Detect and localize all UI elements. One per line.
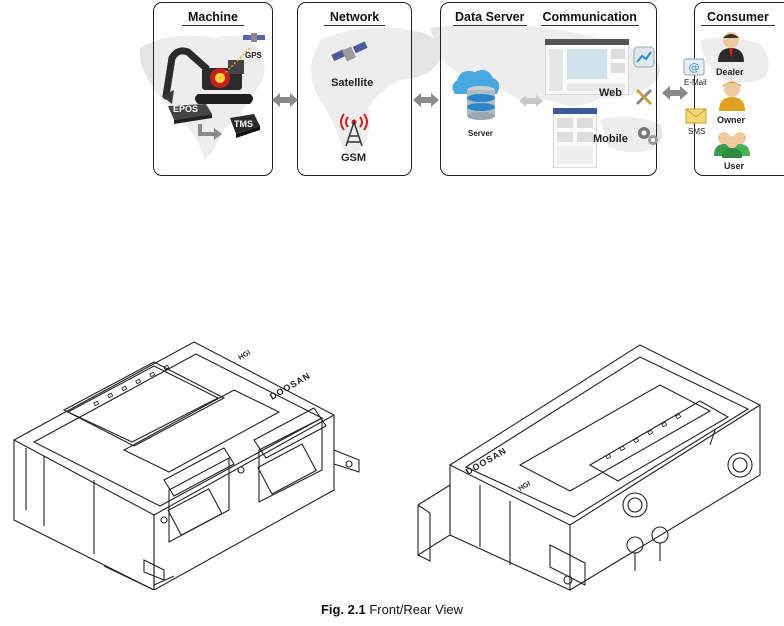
figure-caption-text: Front/Rear View xyxy=(365,602,464,617)
network-server-arrow-icon xyxy=(413,93,439,107)
chart-icon xyxy=(633,46,655,68)
server-label: Server xyxy=(468,129,493,138)
sms-icon xyxy=(685,108,707,124)
gps-label: GPS xyxy=(245,51,262,60)
sms-label: SMS xyxy=(688,127,706,136)
epos-label: EPOS xyxy=(173,104,199,114)
machine-network-arrow-icon xyxy=(272,93,298,107)
web-label: Web xyxy=(599,87,623,99)
front-brand-label: DOOSAN xyxy=(268,370,312,401)
tms-label: TMS xyxy=(234,119,253,129)
device-front-view: DOOSAN HGI xyxy=(12,341,360,590)
mobile-label: Mobile xyxy=(593,133,628,145)
owner-label: Owner xyxy=(717,115,746,125)
rear-brand-label: DOOSAN xyxy=(464,445,508,476)
network-panel-title: Network xyxy=(323,10,386,26)
owner-avatar-icon xyxy=(719,81,745,111)
tools-icon xyxy=(635,88,653,106)
communication-consumer-arrow-icon xyxy=(662,86,688,100)
communication-panel-title: Communication xyxy=(540,10,639,26)
server-communication-arrow-icon xyxy=(519,95,543,107)
network-panel: Network xyxy=(297,2,412,176)
satellite-icon xyxy=(331,41,368,62)
gsm-tower-icon xyxy=(340,113,368,147)
consumer-panel: Consumer xyxy=(694,2,784,176)
tms-module-icon xyxy=(230,114,260,138)
front-port-label: HGI xyxy=(238,349,252,361)
dealer-label: Dealer xyxy=(716,67,744,77)
svg-text:@: @ xyxy=(689,61,700,74)
figure-caption-label: Fig. 2.1 xyxy=(320,602,366,617)
email-label: E-Mail xyxy=(684,78,707,87)
data-server-panel-title: Data Server xyxy=(453,10,527,26)
rear-port-label: HGI xyxy=(518,480,532,492)
gsm-label: GSM xyxy=(341,152,367,164)
email-icon: @ xyxy=(683,58,705,76)
epos-module-icon xyxy=(168,104,212,124)
gps-satellite-icon xyxy=(243,33,265,42)
gears-icon xyxy=(638,127,658,145)
user-label: User xyxy=(724,161,745,171)
consumer-panel-title: Consumer xyxy=(701,10,775,26)
device-rear-view: DOOSAN HGI xyxy=(417,344,762,591)
dealer-avatar-icon xyxy=(718,32,744,62)
figure-caption: Fig. 2.1 Front/Rear View xyxy=(0,602,784,617)
user-avatar-icon xyxy=(714,132,750,158)
epos-to-tms-arrow-icon xyxy=(198,124,222,140)
machine-panel-title: Machine xyxy=(181,10,244,26)
satellite-label: Satellite xyxy=(331,77,374,89)
cloud-server-icon xyxy=(452,70,500,120)
mobile-screenshot-icon xyxy=(553,108,597,168)
excavator-icon xyxy=(162,47,253,104)
web-screenshot-icon xyxy=(545,39,629,95)
